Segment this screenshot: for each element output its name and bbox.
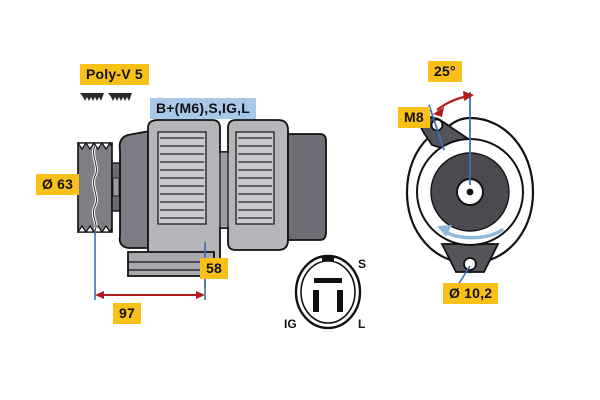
side-view xyxy=(76,93,327,300)
terminal-slot-s xyxy=(314,278,342,283)
label-dimension-97: 97 xyxy=(113,303,141,324)
connector-view xyxy=(294,254,362,330)
angle-dimension-25 xyxy=(433,91,474,117)
cooling-fins-left xyxy=(160,137,204,219)
cooling-fins-right xyxy=(238,137,272,219)
label-poly-v: Poly-V 5 xyxy=(80,64,149,85)
pulley xyxy=(76,141,121,234)
label-diameter-10-2: Ø 10,2 xyxy=(443,283,499,304)
label-dimension-58: 58 xyxy=(200,258,228,279)
rotation-direction-arrow-icon xyxy=(437,225,504,240)
label-diameter-63: Ø 63 xyxy=(36,174,80,195)
label-thread-m8: M8 xyxy=(398,107,430,128)
label-terminals: B+(M6),S,IG,L xyxy=(150,98,256,119)
front-extension-lines xyxy=(428,92,471,185)
label-terminal-ig: IG xyxy=(284,317,297,331)
label-terminal-s: S xyxy=(358,257,367,271)
terminal-slot-ig xyxy=(313,290,319,312)
alternator-housing xyxy=(118,119,327,276)
label-angle-25: 25° xyxy=(428,61,462,82)
front-view xyxy=(405,91,535,286)
poly-v-belt-profile-icon xyxy=(80,93,132,101)
mount-bore-bottom xyxy=(463,257,477,271)
label-terminal-l: L xyxy=(358,317,366,331)
dimension-97 xyxy=(95,291,205,299)
terminal-slot-l xyxy=(337,290,343,312)
